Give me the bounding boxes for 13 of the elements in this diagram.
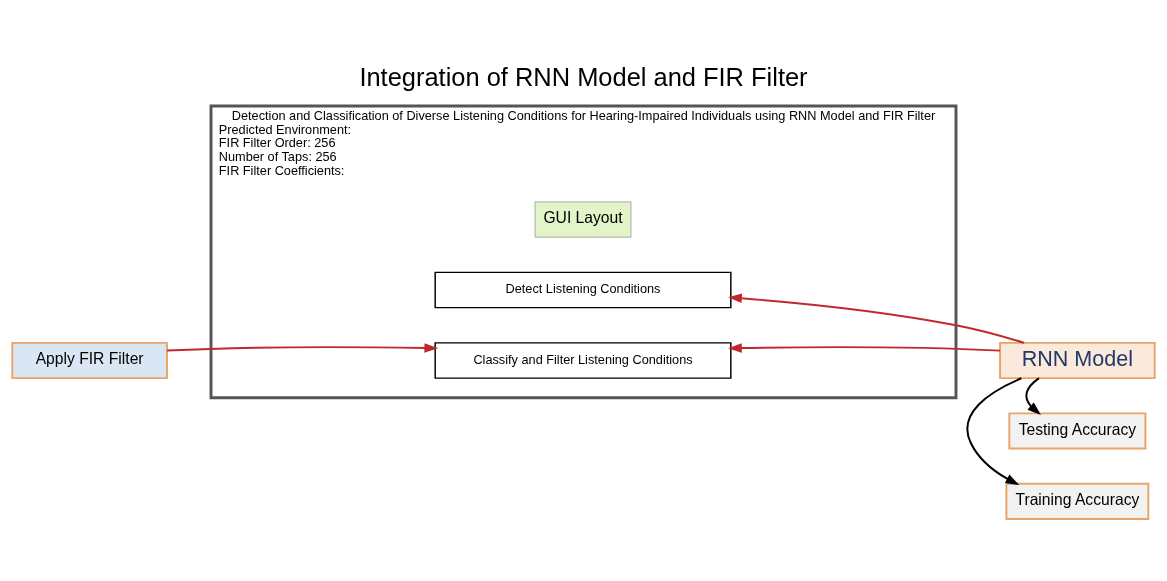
arrow [728, 343, 1001, 353]
arrow [166, 343, 439, 353]
diagram-title: Integration of RNN Model and FIR Filter [359, 63, 808, 92]
node-box: Classify and Filter Listening Conditions [434, 342, 732, 379]
node-box: Detect Listening Conditions [434, 271, 732, 309]
arrow [966, 377, 1023, 486]
node-box: Training Accuracy [1005, 482, 1150, 521]
node-box: Testing Accuracy [1008, 412, 1147, 450]
arrow [728, 293, 1026, 344]
arrow [1025, 377, 1041, 416]
node-box: RNN Model [999, 341, 1156, 380]
node-box: GUI Layout [534, 201, 632, 238]
node-box: Apply FIR Filter [11, 341, 168, 380]
